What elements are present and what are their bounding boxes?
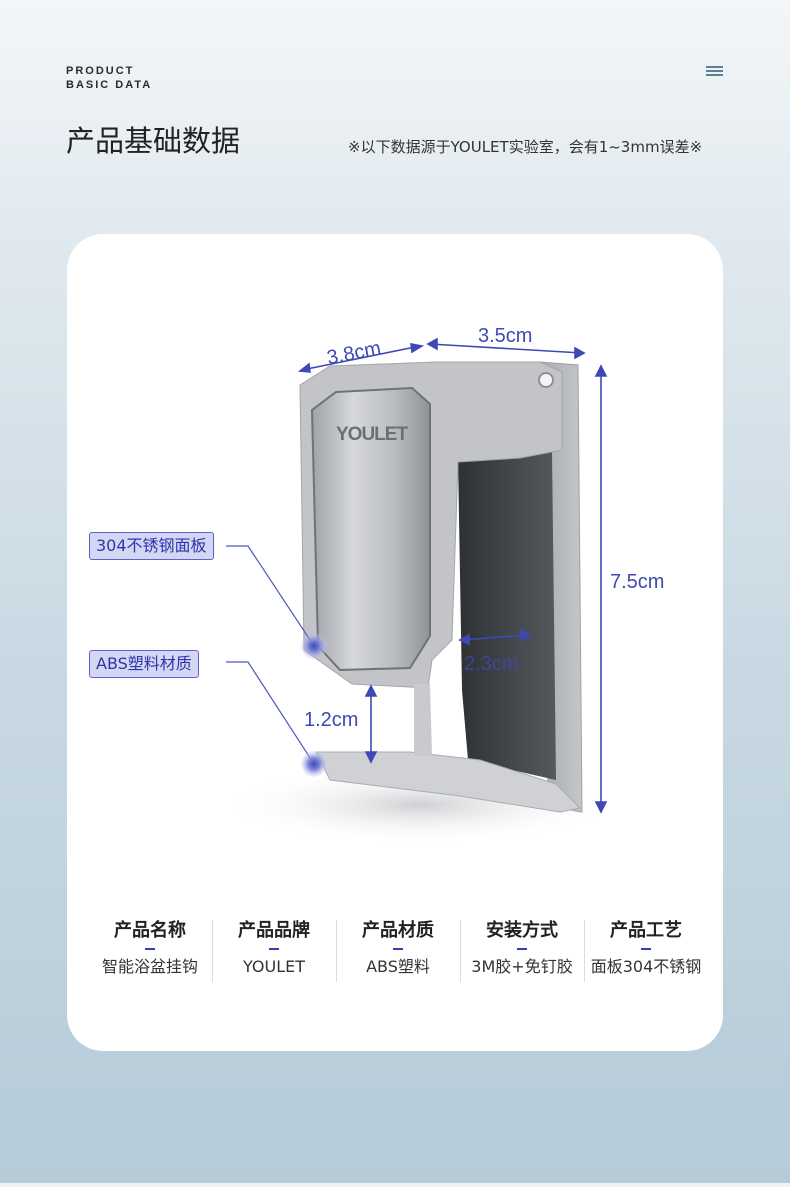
- spec-item: 安装方式 3M胶+免钉胶: [460, 918, 584, 988]
- spec-divider: [393, 948, 403, 950]
- spec-value: 3M胶+免钉胶: [471, 957, 573, 976]
- panel-logo: YOULET: [336, 424, 408, 445]
- spec-label: 安装方式: [486, 920, 558, 941]
- spec-label: 产品工艺: [610, 920, 682, 941]
- eyebrow-line-2: BASIC DATA: [66, 79, 153, 91]
- eyebrow-line-1: PRODUCT: [66, 65, 135, 77]
- dim-hook-clearance: 1.2cm: [304, 709, 358, 731]
- spec-divider: [145, 948, 155, 950]
- menu-icon[interactable]: [706, 66, 723, 78]
- eyebrow: PRODUCT BASIC DATA: [66, 64, 152, 92]
- callout-dot-body: [301, 751, 327, 777]
- spec-value: 智能浴盆挂钩: [101, 957, 198, 976]
- spec-label: 产品名称: [114, 920, 186, 941]
- hook-tray: [315, 751, 582, 813]
- spec-value: 面板304不锈钢: [590, 957, 702, 976]
- data-note: ※以下数据源于YOULET实验室，会有1~3mm误差※: [348, 138, 703, 156]
- callout-dot-panel: [301, 633, 327, 659]
- spec-label: 产品材质: [362, 920, 434, 941]
- mounting-hole: [538, 372, 554, 388]
- dim-height: 7.5cm: [610, 571, 664, 593]
- spec-value: ABS塑料: [366, 957, 430, 976]
- dim-depth: 3.5cm: [478, 325, 532, 347]
- callout-body-material: ABS塑料材质: [89, 650, 199, 678]
- spec-item: 产品工艺 面板304不锈钢: [584, 918, 708, 988]
- spec-divider: [641, 948, 651, 950]
- spec-divider: [269, 948, 279, 950]
- steel-panel: [310, 386, 431, 672]
- hook-stem: [414, 684, 432, 756]
- spec-item: 产品材质 ABS塑料: [336, 918, 460, 988]
- spec-divider: [517, 948, 527, 950]
- bottom-divider: [0, 1183, 790, 1187]
- page-title: 产品基础数据: [66, 124, 241, 158]
- spec-item: 产品品牌 YOULET: [212, 918, 336, 988]
- inner-cavity: [458, 452, 556, 780]
- spec-label: 产品品牌: [238, 920, 310, 941]
- spec-value: YOULET: [243, 957, 305, 976]
- callout-panel-material: 304不锈钢面板: [89, 532, 214, 560]
- dim-gap: 2.3cm: [464, 653, 518, 675]
- spec-table: 产品名称 智能浴盆挂钩 产品品牌 YOULET 产品材质 ABS塑料 安装方式 …: [88, 918, 708, 988]
- spec-item: 产品名称 智能浴盆挂钩: [88, 918, 212, 988]
